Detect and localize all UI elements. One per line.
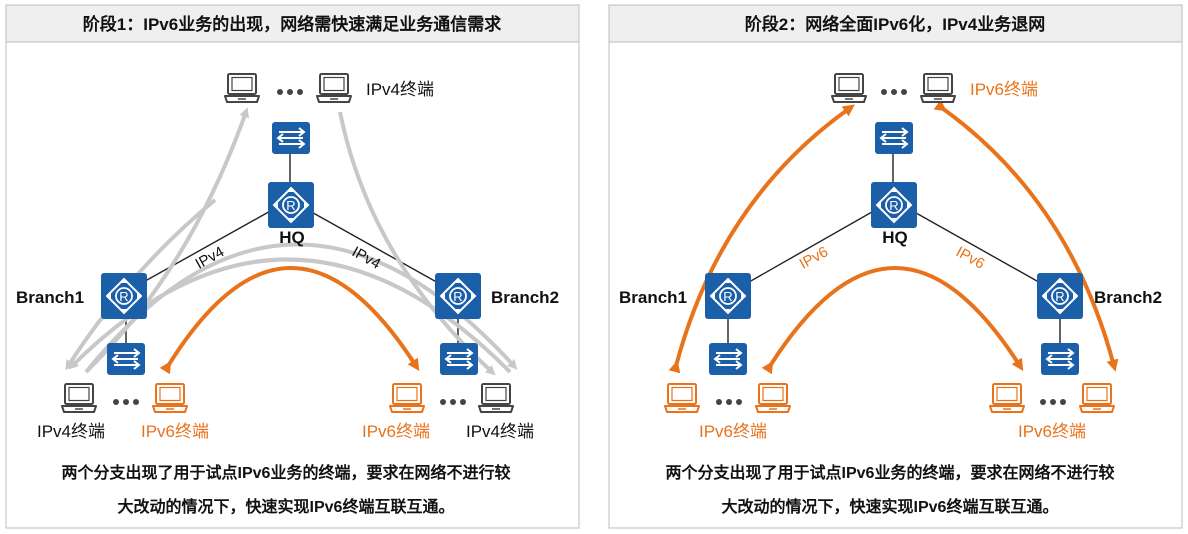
stage2-b2-laptop-icon [1079, 383, 1115, 413]
stage2-top-laptop-icon [831, 73, 867, 103]
stage1-branch2-label: Branch2 [491, 288, 559, 307]
stage1-caption-line2: 大改动的情况下，快速实现IPv6终端互联互通。 [118, 497, 455, 516]
stage1-b1-ellipsis-icon [113, 399, 139, 405]
stage2-hq-label: HQ [882, 228, 908, 247]
stage1-b1-ipv6-laptop-icon [152, 383, 188, 413]
stage1-b2-ipv4-laptop-icon [478, 383, 514, 413]
stage1-ipv6-arrow [159, 266, 420, 375]
stage2-branch2-label: Branch2 [1094, 288, 1162, 307]
stage2-ipv6-arrow-right [933, 99, 1119, 372]
stage1-top-terminal-label: IPv4终端 [366, 80, 434, 99]
stage1-caption-line1: 两个分支出现了用于试点IPv6业务的终端，要求在网络不进行较 [62, 463, 511, 482]
stage2-title: 阶段2：网络全面IPv6化，IPv4业务退网 [745, 14, 1045, 34]
stage1-top-switch-icon [271, 121, 311, 155]
stage1-top-ellipsis-icon [277, 89, 303, 95]
stage1-b2-terminal-a-label: IPv6终端 [362, 422, 430, 441]
stage1-hq-label: HQ [279, 228, 305, 247]
stage2-branch1-switch-icon [708, 342, 748, 376]
stage2-top-switch-icon [874, 121, 914, 155]
stage1-link-hq-branch2 [289, 199, 459, 295]
stage2-ipv6-arrow-middle [761, 266, 1024, 375]
stage2-ipv6-arrow-left [668, 104, 855, 374]
stage1-title: 阶段1：IPv6业务的出现，网络需快速满足业务通信需求 [83, 14, 501, 34]
stage1-top-laptop-icon [224, 73, 260, 103]
stage1-panel: 阶段1：IPv6业务的出现，网络需快速满足业务通信需求 IPv4终端 HQ Br [5, 4, 580, 529]
stage2-b2-laptop-icon [989, 383, 1025, 413]
stage1-link-hq-branch1 [121, 199, 291, 295]
stage2-hq-router-icon [870, 181, 918, 229]
stage2-branch1-router-icon [704, 272, 752, 320]
stage1-branch1-label: Branch1 [16, 288, 84, 307]
stage1-b1-terminal-a-label: IPv4终端 [37, 422, 105, 441]
stage2-top-terminal-label: IPv6终端 [970, 80, 1038, 99]
stage2-b1-ellipsis-icon [716, 399, 742, 405]
stage2-branch1-label: Branch1 [619, 288, 687, 307]
stage1-top-laptop-icon [316, 73, 352, 103]
stage2-branch2-switch-icon [1040, 342, 1080, 376]
stage2-title-bar [608, 4, 1183, 43]
stage1-b1-terminal-b-label: IPv6终端 [141, 422, 209, 441]
stage1-b2-terminal-b-label: IPv4终端 [466, 422, 534, 441]
stage1-branch2-switch-icon [439, 342, 479, 376]
stage2-top-laptop-icon [920, 73, 956, 103]
stage2-branch2-router-icon [1036, 272, 1084, 320]
stage1-b2-ipv6-laptop-icon [389, 383, 425, 413]
stage1-b2-ellipsis-icon [440, 399, 466, 405]
stage1-hq-router-icon [267, 181, 315, 229]
stage2-top-ellipsis-icon [881, 89, 907, 95]
stage2-b1-terminal-label: IPv6终端 [699, 422, 767, 441]
stage2-b2-terminal-label: IPv6终端 [1018, 422, 1086, 441]
stage1-branch2-router-icon [434, 272, 482, 320]
stage2-b1-laptop-icon [664, 383, 700, 413]
stage2-b2-ellipsis-icon [1040, 399, 1066, 405]
stage2-caption-line1: 两个分支出现了用于试点IPv6业务的终端，要求在网络不进行较 [666, 463, 1115, 482]
stage1-title-bar [5, 4, 580, 43]
stage1-branch1-switch-icon [106, 342, 146, 376]
stage1-b1-ipv4-laptop-icon [61, 383, 97, 413]
stage2-b1-laptop-icon [755, 383, 791, 413]
stage1-branch1-router-icon [100, 272, 148, 320]
stage1-ipv4-arrow-right-down [338, 111, 496, 376]
stage2-caption-line2: 大改动的情况下，快速实现IPv6终端互联互通。 [722, 497, 1059, 516]
stage2-panel: 阶段2：网络全面IPv6化，IPv4业务退网 IPv6终端 HQ Branch1… [608, 4, 1183, 529]
